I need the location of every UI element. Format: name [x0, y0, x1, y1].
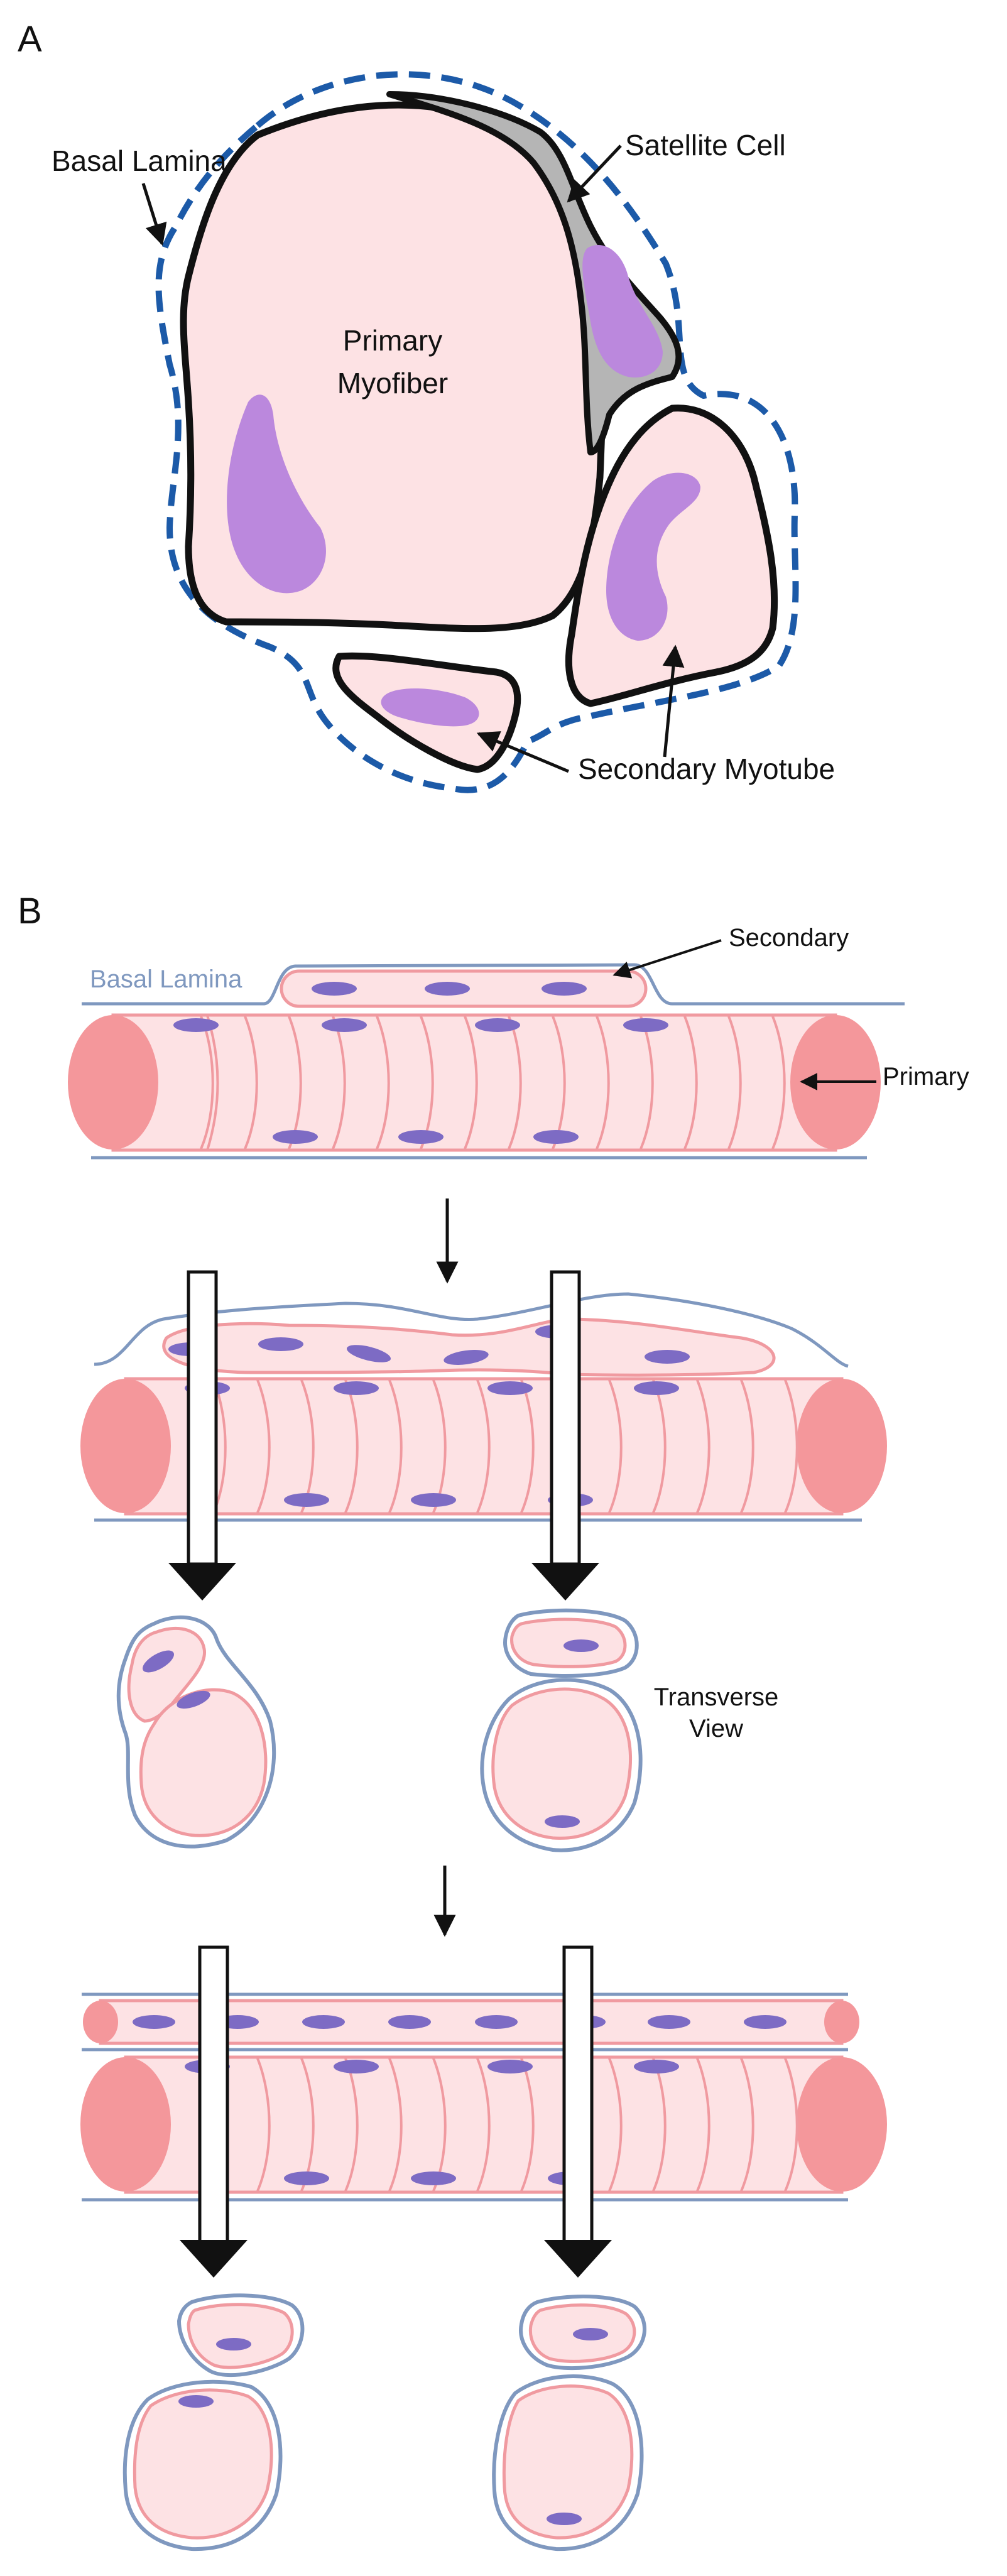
nucleus — [547, 2513, 582, 2525]
secondary-myotubes-stage2 — [162, 1317, 776, 1377]
transverse2-right-lamina-top — [519, 2294, 646, 2371]
transverse2-right-lamina-bottom — [492, 2374, 644, 2552]
basal-lamina-top-stage1 — [82, 963, 905, 1006]
nucleus — [334, 1381, 379, 1395]
transverse-right-lamina-top — [503, 1608, 639, 1678]
nucleus — [284, 2171, 329, 2185]
nucleus — [178, 2395, 214, 2408]
transverse2-left-lamina-top — [177, 2293, 305, 2378]
arrow-satellite-cell — [567, 144, 622, 203]
nucleus — [216, 2338, 251, 2350]
panel-a-letter: A — [18, 19, 42, 60]
nucleus — [258, 1337, 303, 1351]
nucleus — [487, 2060, 533, 2073]
arrow-secondary — [612, 939, 722, 979]
stage-2 — [80, 1270, 887, 1600]
nucleus — [444, 1350, 489, 1365]
nucleus — [411, 2171, 456, 2185]
section-arrow-right-stage3 — [544, 1945, 612, 2278]
nucleus — [545, 1815, 580, 1828]
nucleus — [634, 1381, 679, 1395]
basal-lamina-dashed-outline — [155, 71, 799, 793]
transverse2-left-lamina-bottom — [122, 2379, 283, 2552]
striation-lines-stage1 — [200, 1016, 786, 1149]
basal-lamina-top-stage2 — [94, 1292, 849, 1368]
transverse2-left-primary — [133, 2388, 273, 2540]
nucleus — [177, 1690, 210, 1709]
nucleus — [634, 2060, 679, 2073]
panel-a: A Basal Lamina Satellite Cell Primary My… — [18, 19, 835, 793]
nucleus — [346, 1345, 391, 1362]
satellite-cell-nucleus — [582, 245, 663, 378]
nucleus — [648, 2015, 690, 2029]
nucleus — [563, 1639, 599, 1652]
nucleus — [302, 2015, 345, 2029]
nucleus — [487, 1381, 533, 1395]
label-secondary: Secondary — [729, 924, 849, 952]
transverse-left-primary — [139, 1688, 268, 1837]
label-satellite-cell: Satellite Cell — [625, 129, 786, 161]
arrow-secondary-myotube-right — [662, 644, 685, 758]
nucleus — [322, 1018, 367, 1032]
transverse-view-2 — [122, 2293, 646, 2552]
nucleus — [388, 2015, 431, 2029]
nucleus — [312, 982, 357, 996]
nucleus — [623, 1018, 668, 1032]
nucleus — [744, 2015, 787, 2029]
nucleus — [425, 982, 470, 996]
label-primary-myofiber-line2: Myofiber — [337, 367, 448, 399]
nucleus — [143, 1650, 174, 1673]
fiber-end-right — [824, 2001, 859, 2043]
arrow-basal-lamina — [141, 183, 167, 246]
nucleus — [398, 1130, 444, 1144]
label-basal-lamina-b: Basal Lamina — [90, 965, 242, 993]
nucleus — [284, 1493, 329, 1507]
transverse2-right-primary — [502, 2384, 634, 2540]
panel-b-letter: B — [18, 891, 42, 932]
nucleus — [334, 2060, 379, 2073]
nucleus — [573, 2328, 608, 2340]
transverse-right-lamina-bottom — [480, 1678, 643, 1852]
primary-myofiber-nucleus — [227, 394, 326, 594]
stage-3 — [80, 1945, 887, 2278]
secondary-myotube-bottom-nucleus — [381, 688, 479, 727]
arrow-secondary-myotube-bottom — [476, 731, 569, 773]
fiber-end-right — [797, 2057, 887, 2192]
stage-1: Basal Lamina — [68, 924, 969, 1160]
nucleus — [133, 2015, 175, 2029]
section-arrow-left-stage2 — [168, 1270, 236, 1600]
label-primary: Primary — [883, 1063, 969, 1090]
primary-myofiber-stage1 — [111, 1013, 837, 1152]
label-transverse-line2: View — [689, 1715, 743, 1742]
nucleus — [542, 982, 587, 996]
transverse-right-primary — [491, 1687, 632, 1840]
transverse-left-lamina — [116, 1615, 276, 1849]
label-transverse-line1: Transverse — [654, 1683, 779, 1711]
nucleus — [475, 1018, 520, 1032]
section-arrow-right-stage2 — [531, 1270, 599, 1600]
nucleus — [645, 1350, 690, 1364]
transverse-view-1: Transverse View — [116, 1608, 779, 1852]
label-basal-lamina-a: Basal Lamina — [52, 144, 227, 177]
section-arrow-left-stage3 — [180, 1945, 248, 2278]
nucleus — [475, 2015, 518, 2029]
label-primary-myofiber-line1: Primary — [343, 324, 442, 357]
nucleus — [173, 1018, 219, 1032]
fiber-end-left — [83, 2001, 118, 2043]
fiber-end-right — [797, 1379, 887, 1513]
transverse2-left-secondary — [187, 2303, 294, 2369]
fiber-end-left — [80, 2057, 171, 2192]
nucleus — [273, 1130, 318, 1144]
fiber-end-left — [68, 1015, 158, 1149]
nucleus — [411, 1493, 456, 1507]
nucleus — [533, 1130, 579, 1144]
secondary-myotube-right-nucleus — [606, 472, 700, 641]
label-secondary-myotube: Secondary Myotube — [578, 753, 835, 785]
fiber-end-left — [80, 1379, 171, 1513]
panel-b: B Basal Lamina — [18, 891, 969, 2552]
